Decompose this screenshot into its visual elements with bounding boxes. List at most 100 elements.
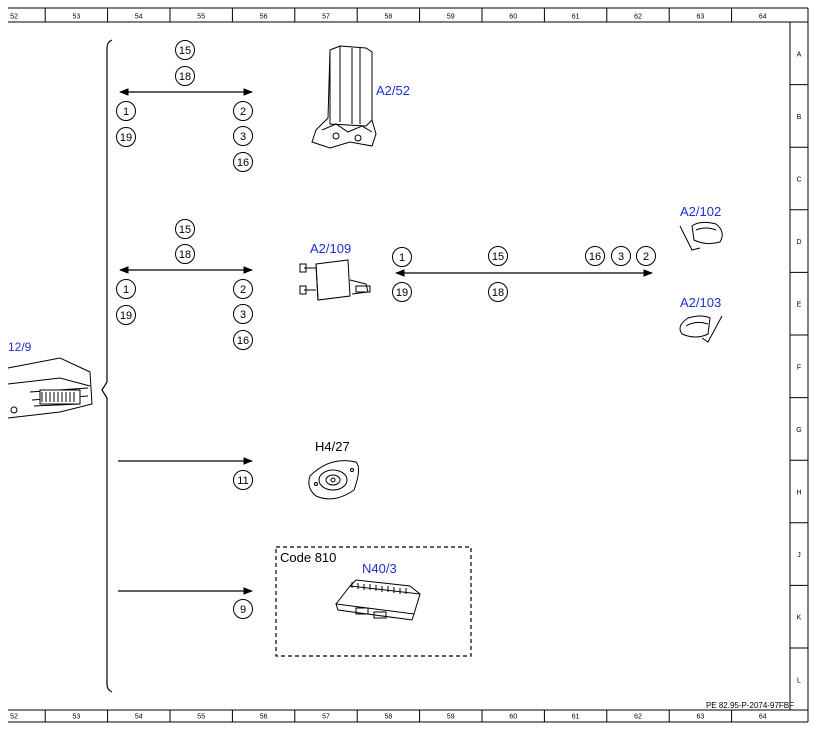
component-n40-3-label[interactable]: N40/3 — [362, 561, 397, 576]
column-label: 58 — [385, 14, 393, 21]
pin-marker: 2 — [233, 279, 253, 299]
pin-marker: 3 — [233, 304, 253, 324]
pin-marker: 16 — [233, 152, 253, 172]
pin-number: 2 — [643, 251, 649, 263]
pin-circle — [392, 247, 412, 267]
pin-marker: 19 — [116, 127, 136, 147]
row-label: G — [796, 427, 801, 434]
pin-number: 19 — [120, 310, 132, 322]
pin-number: 19 — [120, 132, 132, 144]
component-a2-109-label[interactable]: A2/109 — [310, 241, 351, 256]
pin-marker: 1 — [116, 101, 136, 121]
pin-circle — [233, 126, 253, 146]
row-label: J — [797, 552, 801, 559]
drawing-reference-code: PE 82.95-P-2074-97FBF — [706, 701, 794, 710]
pin-number: 15 — [492, 251, 504, 263]
bus-bracket — [101, 39, 113, 693]
mirror-a2-102-drawing — [679, 221, 723, 251]
pin-circle — [116, 101, 136, 121]
pin-marker: 16 — [585, 246, 605, 266]
component-h4-27-label[interactable]: H4/27 — [315, 439, 350, 454]
pin-circle — [392, 282, 412, 302]
diagram-frame — [8, 7, 809, 723]
column-label: 63 — [697, 14, 705, 21]
pin-marker: 18 — [175, 244, 195, 264]
pin-circle — [636, 246, 656, 266]
pin-number: 18 — [179, 71, 191, 83]
pin-circle — [233, 279, 253, 299]
row-label: D — [796, 239, 801, 246]
pin-circle — [233, 101, 253, 121]
pin-marker: 2 — [233, 101, 253, 121]
speaker-h4-27-drawing — [308, 460, 360, 500]
pin-number: 3 — [240, 131, 246, 143]
code-810-label: Code 810 — [280, 550, 336, 565]
column-label: 54 — [135, 14, 143, 21]
row-label: F — [797, 364, 801, 371]
pin-number: 15 — [179, 224, 191, 236]
pin-number: 16 — [589, 251, 601, 263]
column-label: 55 — [197, 714, 205, 721]
pin-number: 16 — [237, 157, 249, 169]
column-label: 54 — [135, 714, 143, 721]
pin-number: 9 — [240, 604, 246, 616]
pin-number: 3 — [618, 251, 624, 263]
pin-circle — [233, 304, 253, 324]
row-label: L — [797, 677, 801, 684]
column-label: 56 — [260, 14, 268, 21]
column-label: 52 — [10, 714, 18, 721]
column-label: 58 — [385, 714, 393, 721]
pin-marker: 15 — [488, 246, 508, 266]
row-label: K — [797, 615, 802, 622]
column-label: 61 — [572, 714, 580, 721]
pin-marker: 18 — [488, 282, 508, 302]
pin-number: 19 — [396, 287, 408, 299]
pin-marker: 9 — [233, 599, 253, 619]
pin-circle — [233, 330, 253, 350]
component-a2-103-label[interactable]: A2/103 — [680, 295, 721, 310]
partial-component-label[interactable]: 12/9 — [8, 340, 32, 354]
component-a2-102-label[interactable]: A2/102 — [680, 204, 721, 219]
pin-circle — [233, 152, 253, 172]
column-label: 52 — [10, 14, 18, 21]
column-label: 63 — [697, 714, 705, 721]
column-label: 62 — [634, 714, 642, 721]
component-a2-52-label[interactable]: A2/52 — [376, 83, 410, 98]
pin-marker: 1 — [116, 279, 136, 299]
pin-number: 18 — [492, 287, 504, 299]
column-label: 59 — [447, 14, 455, 21]
pin-circle — [116, 279, 136, 299]
pin-number: 2 — [240, 284, 246, 296]
pin-circle — [233, 599, 253, 619]
pin-marker: 2 — [636, 246, 656, 266]
antenna-a2-52-drawing — [311, 45, 377, 149]
pin-marker: 15 — [175, 219, 195, 239]
column-label: 60 — [509, 714, 517, 721]
column-label: 55 — [197, 14, 205, 21]
pin-circle — [175, 244, 195, 264]
column-label: 57 — [322, 714, 330, 721]
row-label: H — [796, 490, 801, 497]
pin-circle — [116, 305, 136, 325]
row-label: A — [797, 51, 802, 58]
column-label: 64 — [759, 14, 767, 21]
pin-circle — [116, 127, 136, 147]
mirror-a2-103-drawing — [679, 315, 723, 343]
pin-number: 1 — [399, 252, 405, 264]
pin-number: 18 — [179, 249, 191, 261]
pin-marker: 19 — [116, 305, 136, 325]
column-label: 53 — [73, 714, 81, 721]
pin-number: 3 — [240, 309, 246, 321]
module-a2-109-drawing — [299, 259, 371, 301]
column-label: 64 — [759, 714, 767, 721]
pin-number: 11 — [237, 475, 248, 487]
column-label: 62 — [634, 14, 642, 21]
column-label: 61 — [572, 14, 580, 21]
pin-marker: 3 — [233, 126, 253, 146]
pin-circle — [488, 282, 508, 302]
